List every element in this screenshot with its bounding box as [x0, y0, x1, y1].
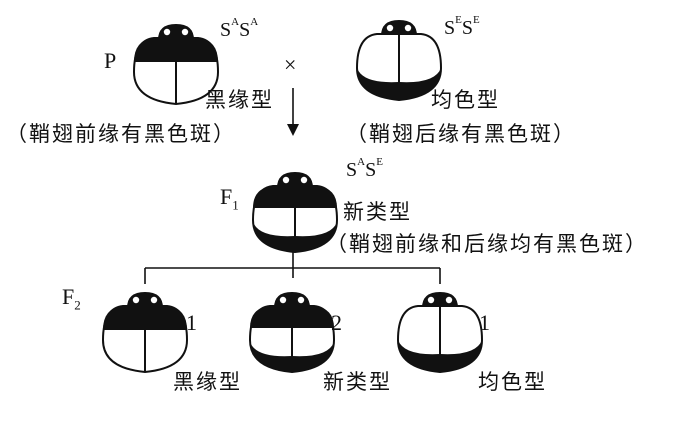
f2-front-beetle-icon — [103, 292, 187, 372]
parent-left-genotype: SASA — [220, 20, 258, 40]
cross-symbol: × — [284, 54, 296, 76]
f2-name-3: 均色型 — [478, 372, 547, 393]
parent-left-name: 黑缘型 — [205, 90, 274, 111]
f2-name-1: 黑缘型 — [173, 372, 242, 393]
f1-generation-label: F1 — [220, 186, 239, 211]
f2-ratio-3: 1 — [479, 312, 490, 334]
parent-right-description: （鞘翅后缘有黑色斑） — [346, 124, 576, 145]
parent-generation-label: P — [104, 50, 116, 72]
f1-genotype: SASE — [346, 160, 383, 180]
parent-back-beetle-icon — [357, 20, 441, 100]
cross-arrow-head — [287, 124, 299, 136]
f2-generation-label: F2 — [62, 286, 81, 311]
f2-ratio-1: 1 — [186, 312, 197, 334]
f2-name-2: 新类型 — [323, 372, 392, 393]
parent-right-name: 均色型 — [431, 90, 500, 111]
parent-right-genotype: SESE — [444, 18, 480, 38]
f1-name: 新类型 — [343, 202, 412, 223]
f2-back-beetle-icon — [398, 292, 482, 372]
f2-ratio-2: 2 — [331, 312, 342, 334]
f2-both-beetle-icon — [250, 292, 334, 372]
f1-beetle-icon — [253, 172, 337, 252]
f1-description: （鞘翅前缘和后缘均有黑色斑） — [326, 234, 648, 255]
parent-left-description: （鞘翅前缘有黑色斑） — [6, 124, 236, 145]
